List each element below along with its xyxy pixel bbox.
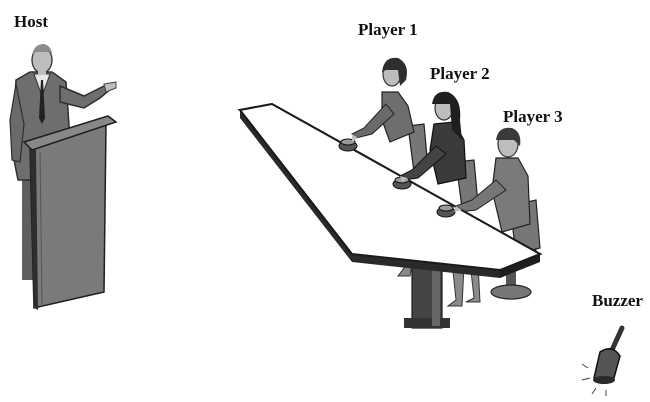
player-2-label: Player 2 (430, 65, 490, 82)
host-label: Host (14, 13, 48, 30)
buzzer-label: Buzzer (592, 292, 643, 309)
bell-icon (582, 328, 622, 396)
player-3-label: Player 3 (503, 108, 563, 125)
player-1-figure (352, 58, 414, 142)
player-1-label: Player 1 (358, 21, 418, 38)
podium (24, 116, 116, 310)
